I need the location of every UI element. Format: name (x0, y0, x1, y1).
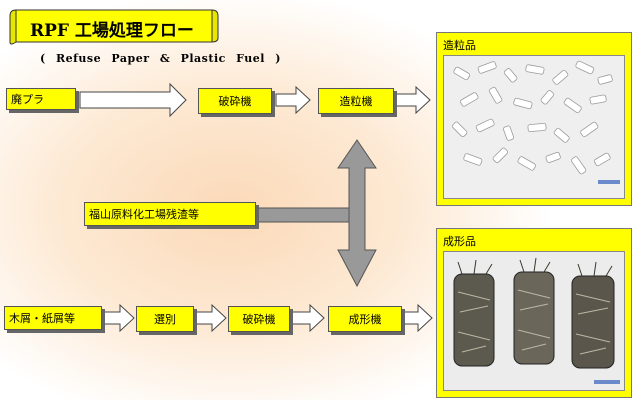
panel-granules-label: 造粒品 (443, 39, 476, 52)
molded-image (444, 252, 624, 390)
input-plastic-label: 廃プラ (11, 93, 44, 106)
step-sort-label: 選別 (154, 313, 176, 326)
step-crusher-2-label: 破砕機 (242, 313, 276, 326)
molded-photo (443, 251, 625, 391)
arrow-plastic-to-crusher (79, 82, 187, 118)
step-granulator: 造粒機 (318, 88, 394, 114)
arrow-granulator-to-panel (395, 85, 431, 115)
arrow-crusher-to-molder (291, 303, 325, 333)
panel-molded-label: 成形品 (443, 235, 476, 248)
step-sort: 選別 (136, 306, 194, 332)
input-wood-paper: 木屑・紙屑等 (4, 306, 102, 330)
step-molder-label: 成形機 (348, 313, 382, 326)
input-plastic: 廃プラ (6, 88, 76, 110)
step-crusher-2: 破砕機 (228, 306, 290, 332)
granules-photo (443, 55, 625, 199)
step-molder: 成形機 (328, 306, 402, 332)
scroll-shape (9, 9, 219, 45)
arrow-wood-to-sort (103, 303, 135, 333)
step-crusher-1: 破砕機 (198, 88, 272, 114)
step-crusher-1-label: 破砕機 (218, 95, 252, 108)
page-title: RPF 工場処理フロー (30, 21, 194, 41)
granules-image (444, 56, 624, 198)
arrow-crusher-to-granulator (275, 85, 311, 115)
input-wood-paper-label: 木屑・紙屑等 (9, 312, 75, 325)
panel-granules: 造粒品 (436, 32, 632, 206)
double-arrow-vertical (337, 139, 377, 288)
arrow-molder-to-panel (403, 303, 433, 333)
input-residue-label: 福山原料化工場残渣等 (89, 208, 199, 221)
arrow-sort-to-crusher (195, 303, 227, 333)
title-banner: RPF 工場処理フロー (8, 6, 220, 46)
step-granulator-label: 造粒機 (339, 95, 373, 108)
input-residue: 福山原料化工場残渣等 (84, 202, 256, 226)
subtitle: ( Refuse Paper & Plastic Fuel ) (40, 52, 281, 65)
panel-molded: 成形品 (436, 228, 632, 398)
middle-connector (256, 207, 350, 223)
